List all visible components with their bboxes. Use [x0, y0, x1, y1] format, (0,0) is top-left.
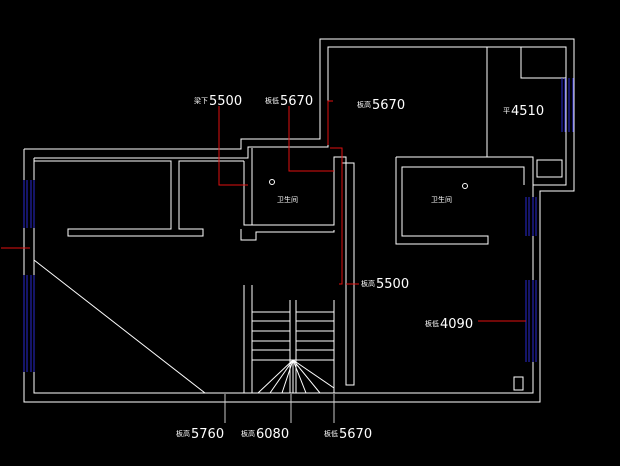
right-window-low: [525, 280, 537, 362]
annotation-a9: 板低5670: [324, 425, 372, 441]
annotation-value: 5670: [280, 94, 314, 109]
corner-column-small: [513, 376, 524, 391]
leader-a2: [288, 106, 334, 172]
annotation-prefix: 板低: [265, 97, 279, 105]
annotation-value: 6080: [256, 427, 290, 442]
annotation-a8: 板高6080: [241, 425, 289, 441]
left-room-wall: [34, 160, 244, 237]
light-icon: [269, 179, 275, 185]
annotation-a4: 平4510: [503, 102, 544, 118]
bathroom1-wall: [243, 148, 253, 226]
annotation-prefix: 板高: [357, 101, 371, 109]
annotation-a6: 板低4090: [425, 315, 473, 331]
annotation-value: 5670: [372, 98, 406, 113]
annotation-prefix: 板低: [425, 320, 439, 328]
annotation-prefix: 板高: [176, 430, 190, 438]
diagonal-line: [33, 259, 206, 394]
bathroom1-bottom: [240, 229, 335, 241]
room-label-bathroom: 卫生间: [277, 196, 298, 204]
annotation-value: 4090: [440, 317, 474, 332]
ceiling-lights: [269, 179, 468, 189]
bathroom2-inner: [395, 157, 525, 245]
annotation-value: 5760: [191, 427, 225, 442]
window-marks: [23, 78, 574, 372]
annotation-value: 5500: [209, 94, 243, 109]
leader-a3: [327, 100, 333, 145]
annotation-value: 5500: [376, 277, 410, 292]
dimension-ticks: [224, 394, 335, 423]
annotation-prefix: 平: [503, 107, 510, 115]
annotation-a7: 板高5760: [176, 425, 224, 441]
outer-wall-inner: [33, 46, 567, 394]
wall-lines: [23, 38, 575, 403]
annotation-value: 4510: [511, 104, 545, 119]
annotation-prefix: 梁下: [194, 97, 208, 105]
annotation-prefix: 板高: [361, 280, 375, 288]
annotation-prefix: 板低: [324, 430, 338, 438]
room-label-bathroom: 卫生间: [431, 196, 452, 204]
bathroom1-inner: [252, 156, 355, 386]
leader-a3b: [330, 147, 343, 285]
light-icon: [462, 183, 468, 189]
outer-wall-outer: [23, 38, 575, 403]
corner-column: [536, 159, 563, 178]
annotation-a3: 板高5670: [357, 96, 405, 112]
annotation-a1: 梁下5500: [194, 92, 242, 108]
right-window-mid: [525, 197, 537, 236]
right-window-top: [561, 78, 574, 132]
left-window-upper: [23, 180, 35, 228]
left-window-lower: [23, 275, 35, 372]
annotation-a5: 板高5500: [361, 275, 409, 291]
bathroom2-wall: [396, 156, 534, 185]
leader-lines: [1, 100, 526, 322]
leader-a1: [218, 106, 248, 186]
top-right-box: [520, 47, 566, 79]
annotation-value: 5670: [339, 427, 373, 442]
annotation-a2: 板低5670: [265, 92, 313, 108]
annotation-prefix: 板高: [241, 430, 255, 438]
